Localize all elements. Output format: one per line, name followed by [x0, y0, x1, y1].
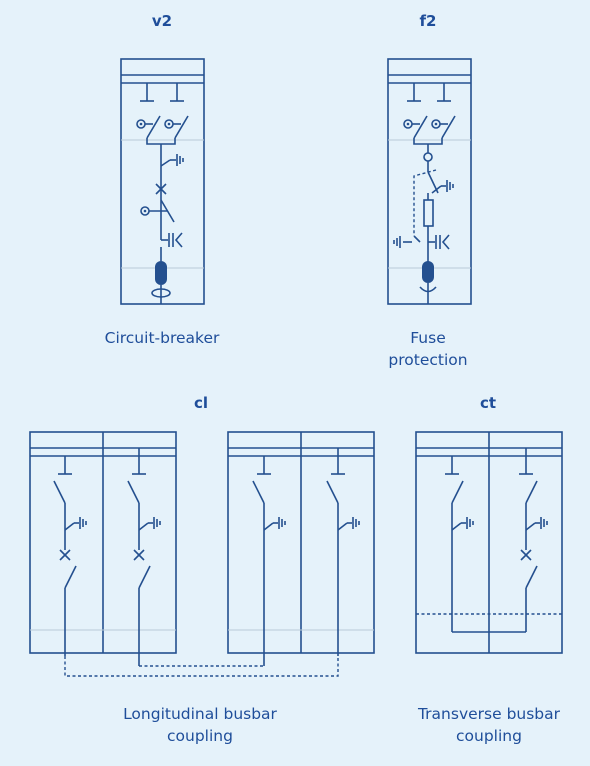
diagram-v2-circuit-breaker	[120, 58, 205, 305]
unit-code-cl: cl	[193, 394, 209, 412]
unit-label-ct-line1: Transverse busbar	[417, 705, 561, 723]
unit-label-ct-line2: coupling	[456, 727, 522, 745]
unit-code-v2: v2	[151, 12, 173, 30]
unit-label-cl-line1: Longitudinal busbar	[123, 705, 277, 723]
unit-label-f2: Fuse protection	[348, 327, 508, 371]
unit-label-f2-line1: Fuse	[410, 329, 446, 347]
unit-label-v2: Circuit-breaker	[104, 329, 220, 347]
unit-label-cl: Longitudinal busbar coupling	[100, 703, 300, 747]
unit-code-ct: ct	[479, 394, 497, 412]
unit-code-f2: f2	[419, 12, 437, 30]
unit-label-ct: Transverse busbar coupling	[399, 703, 579, 747]
unit-label-cl-line2: coupling	[167, 727, 233, 745]
diagram-cl-longitudinal	[29, 431, 375, 677]
diagram-ct-transverse	[415, 431, 563, 654]
diagram-f2-fuse-protection	[387, 58, 472, 305]
unit-label-f2-line2: protection	[388, 351, 468, 369]
